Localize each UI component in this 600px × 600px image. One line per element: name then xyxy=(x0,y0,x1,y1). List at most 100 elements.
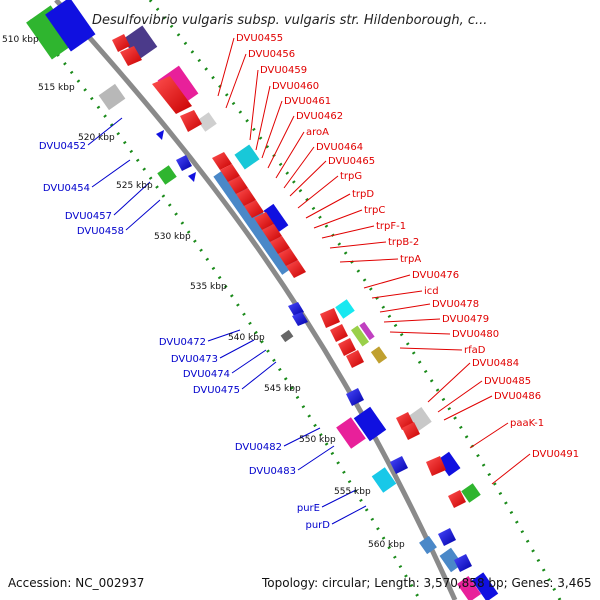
gene-block[interactable] xyxy=(98,83,126,111)
gene-label-DVU0482[interactable]: DVU0482 xyxy=(235,442,282,453)
gene-arrow-forward[interactable] xyxy=(448,490,466,508)
gene-arrow-reverse[interactable] xyxy=(188,172,196,182)
gene-label-aroA[interactable]: aroA xyxy=(306,127,329,138)
gene-label-DVU0472[interactable]: DVU0472 xyxy=(159,337,206,348)
gene-block[interactable] xyxy=(234,144,260,170)
gene-arrow-reverse[interactable] xyxy=(454,554,472,572)
gene-arrow-forward[interactable] xyxy=(152,76,192,114)
gene-arrow-forward[interactable] xyxy=(236,188,256,206)
gene-label-DVU0476[interactable]: DVU0476 xyxy=(412,270,459,281)
gene-block[interactable] xyxy=(45,0,96,52)
gene-arrow-forward[interactable] xyxy=(220,164,240,182)
gene-label-trpC[interactable]: trpC xyxy=(364,205,385,216)
gene-label-DVU0485[interactable]: DVU0485 xyxy=(484,376,531,387)
gene-label-DVU0479[interactable]: DVU0479 xyxy=(442,314,489,325)
gene-label-DVU0464[interactable]: DVU0464 xyxy=(316,142,363,153)
gene-label-DVU0454[interactable]: DVU0454 xyxy=(43,183,90,194)
gene-label-DVU0452[interactable]: DVU0452 xyxy=(39,141,86,152)
gene-label-DVU0458[interactable]: DVU0458 xyxy=(77,226,124,237)
gene-label-DVU0484[interactable]: DVU0484 xyxy=(472,358,519,369)
gene-block[interactable] xyxy=(335,299,355,319)
gene-arrow-forward[interactable] xyxy=(270,236,290,254)
gene-block[interactable] xyxy=(157,165,177,185)
gene-block[interactable] xyxy=(419,535,437,555)
gene-block[interactable] xyxy=(197,112,217,132)
gene-label-trpB-2[interactable]: trpB-2 xyxy=(388,237,419,248)
gene-arrow-reverse[interactable] xyxy=(390,456,408,474)
gene-label-trpG[interactable]: trpG xyxy=(340,171,362,182)
gene-block[interactable] xyxy=(456,575,482,600)
ruler-label: 555 kbp xyxy=(334,487,371,497)
gene-block[interactable] xyxy=(280,329,294,343)
leader-line xyxy=(87,117,123,146)
gene-block[interactable] xyxy=(437,451,461,477)
gene-arrow-forward[interactable] xyxy=(228,176,248,194)
gene-arrow-forward[interactable] xyxy=(426,456,446,476)
gene-block[interactable] xyxy=(461,483,481,503)
gene-label-DVU0478[interactable]: DVU0478 xyxy=(432,299,479,310)
gene-block[interactable] xyxy=(370,346,388,364)
gene-block[interactable] xyxy=(263,203,289,233)
gene-arrow-reverse[interactable] xyxy=(292,312,308,326)
gene-label-DVU0457[interactable]: DVU0457 xyxy=(65,211,112,222)
gene-label-rfaD[interactable]: rfaD xyxy=(464,345,486,356)
gene-label-DVU0483[interactable]: DVU0483 xyxy=(249,466,296,477)
gene-arrow-reverse[interactable] xyxy=(438,528,456,546)
gene-arrow-forward[interactable] xyxy=(244,200,264,218)
gene-arrow-forward[interactable] xyxy=(330,324,348,342)
gene-block[interactable] xyxy=(350,325,370,347)
gene-label-DVU0465[interactable]: DVU0465 xyxy=(328,156,375,167)
gene-arrow-forward[interactable] xyxy=(278,248,298,266)
gene-label-DVU0462[interactable]: DVU0462 xyxy=(296,111,343,122)
gene-arrow-forward[interactable] xyxy=(112,34,130,52)
gene-label-purD[interactable]: purD xyxy=(306,520,331,531)
gene-arrow-reverse[interactable] xyxy=(156,130,164,140)
gene-block[interactable] xyxy=(371,467,397,493)
gene-label-icd[interactable]: icd xyxy=(424,286,439,297)
gene-block[interactable] xyxy=(471,572,499,600)
gene-label-DVU0456[interactable]: DVU0456 xyxy=(248,49,295,60)
gene-label-trpD[interactable]: trpD xyxy=(352,189,374,200)
leader-line xyxy=(383,318,441,323)
gene-block[interactable] xyxy=(26,5,77,60)
leader-line xyxy=(231,349,267,374)
gene-label-DVU0455[interactable]: DVU0455 xyxy=(236,33,283,44)
gene-arrow-forward[interactable] xyxy=(286,260,306,278)
gene-arrow-reverse[interactable] xyxy=(176,155,192,171)
gene-arrow-forward[interactable] xyxy=(338,338,356,356)
gene-arrow-forward[interactable] xyxy=(320,308,340,328)
gene-arrow-forward[interactable] xyxy=(180,110,202,132)
gene-block[interactable] xyxy=(359,321,375,341)
leader-line xyxy=(249,69,259,141)
feature-glyphs xyxy=(26,0,499,600)
gene-arrow-forward[interactable] xyxy=(402,422,420,440)
leader-line xyxy=(371,290,423,299)
gene-label-trpA[interactable]: trpA xyxy=(400,254,421,265)
gene-label-DVU0474[interactable]: DVU0474 xyxy=(183,369,230,380)
gene-label-trpF-1[interactable]: trpF-1 xyxy=(376,221,406,232)
gene-arrow-reverse[interactable] xyxy=(346,388,364,406)
gene-arrow-forward[interactable] xyxy=(212,152,232,170)
gene-label-DVU0486[interactable]: DVU0486 xyxy=(494,391,541,402)
gene-block[interactable] xyxy=(336,417,366,449)
gene-label-DVU0461[interactable]: DVU0461 xyxy=(284,96,331,107)
leader-line xyxy=(491,453,531,485)
gene-label-purE[interactable]: purE xyxy=(297,503,320,514)
gene-arrow-forward[interactable] xyxy=(346,350,364,368)
gene-label-DVU0459[interactable]: DVU0459 xyxy=(260,65,307,76)
gene-arrow-forward[interactable] xyxy=(254,212,274,230)
gene-label-DVU0491[interactable]: DVU0491 xyxy=(532,449,579,460)
ruler-label: 525 kbp xyxy=(116,181,153,191)
gene-arrow-reverse[interactable] xyxy=(288,302,304,316)
gene-block[interactable] xyxy=(122,25,158,61)
gene-arrow-forward[interactable] xyxy=(120,46,142,66)
gene-label-DVU0475[interactable]: DVU0475 xyxy=(193,385,240,396)
gene-label-DVU0473[interactable]: DVU0473 xyxy=(171,354,218,365)
gene-label-DVU0480[interactable]: DVU0480 xyxy=(452,329,499,340)
gene-block[interactable] xyxy=(353,406,387,442)
gene-label-paaK-1[interactable]: paaK-1 xyxy=(510,418,544,429)
gene-block[interactable] xyxy=(439,547,463,573)
gene-label-DVU0460[interactable]: DVU0460 xyxy=(272,81,319,92)
gene-arrow-forward[interactable] xyxy=(262,224,282,242)
gene-block[interactable] xyxy=(408,407,432,431)
